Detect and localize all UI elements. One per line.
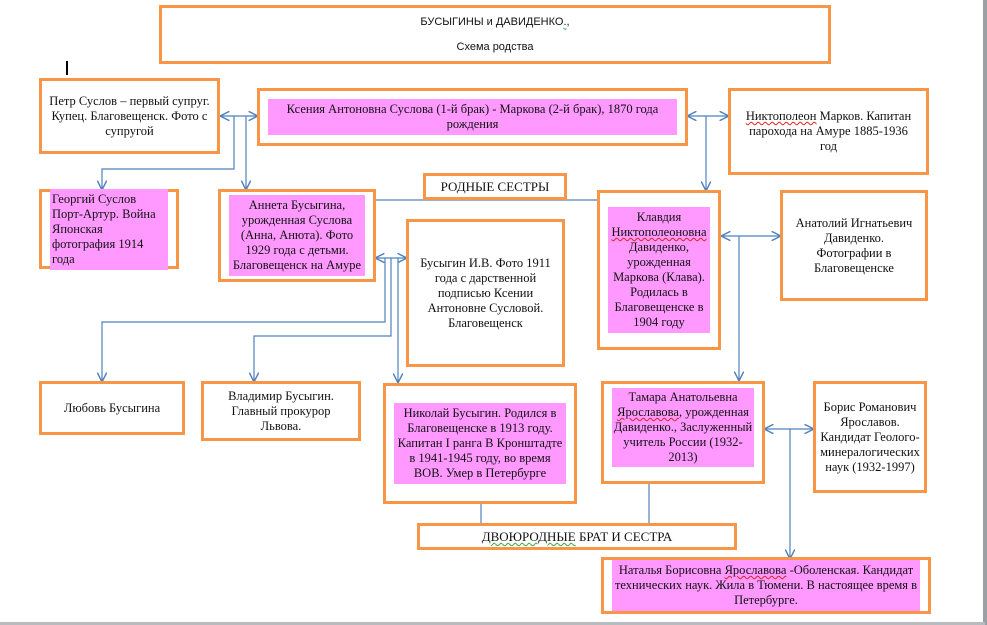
label-text: РОДНЫЕ СЕСТРЫ	[440, 179, 550, 194]
person-busygin-iv: Бусыгин И.В. Фото 1911 года с дарственно…	[406, 219, 565, 367]
person-text: Любовь Бусыгина	[63, 400, 161, 415]
person-petr-suslov: Петр Суслов – первый супруг. Купец. Благ…	[39, 78, 220, 154]
window-edge	[983, 0, 987, 625]
highlight: Георгий Суслов Порт-Артур. Война Японска…	[50, 188, 168, 270]
person-anatoly-davidenko: Анатолий Игнатьевич Давиденко. Фотографи…	[780, 190, 928, 301]
window-bottom-edge	[0, 622, 985, 625]
label-text: ДВОЮРОДНЫЕ БРАТ И СЕСТРА	[481, 529, 673, 544]
person-text: Владимир Бусыгин. Главный прокурор Львов…	[228, 388, 334, 433]
person-text: Бусыгин И.В. Фото 1911 года с дарственно…	[420, 255, 551, 330]
person-natalia-yaroslavova-obolenskaya: Наталья Борисовна Ярославова -Оболенская…	[601, 557, 931, 614]
highlight: Николай Бусыгин. Родился в Благовещенске…	[394, 403, 566, 484]
text-cursor	[66, 61, 68, 75]
person-text: Никтополеон Марков. Капитан парохода на …	[745, 109, 912, 153]
person-text: Анатолий Игнатьевич Давиденко. Фотографи…	[795, 215, 913, 275]
person-text: Ксения Антоновна Суслова (1-й брак) - Ма…	[286, 102, 659, 131]
person-ksenia: Ксения Антоновна Суслова (1-й брак) - Ма…	[257, 88, 688, 146]
person-boris-yaroslavov: Борис Романович Ярославов. Кандидат Геол…	[813, 381, 927, 493]
person-lyubov-busygina: Любовь Бусыгина	[39, 381, 185, 435]
person-text: Наталья Борисовна Ярославова -Оболенская…	[614, 563, 918, 607]
person-text: Николай Бусыгин. Родился в Благовещенске…	[397, 406, 563, 480]
person-niktopoleon: Никтополеон Марков. Капитан парохода на …	[728, 88, 929, 175]
highlight: Ксения Антоновна Суслова (1-й брак) - Ма…	[268, 99, 677, 135]
person-vladimir-busygin: Владимир Бусыгин. Главный прокурор Львов…	[201, 381, 361, 441]
person-text: Георгий Суслов Порт-Артур. Война Японска…	[52, 191, 156, 266]
person-text: Борис Романович Ярославов. Кандидат Геол…	[820, 399, 920, 474]
siblings-label: РОДНЫЕ СЕСТРЫ	[423, 173, 567, 200]
person-nikolai-busygin: Николай Бусыгин. Родился в Благовещенске…	[383, 383, 577, 504]
person-georgy-suslov: Георгий Суслов Порт-Артур. Война Японска…	[39, 188, 179, 270]
highlight: Аннета Бусыгина, урожденная Суслова (Анн…	[229, 195, 365, 276]
page-title: БУСЫГИНЫ и ДАВИДЕНКО.,	[420, 15, 570, 28]
person-anneta-busygina: Аннета Бусыгина, урожденная Суслова (Анн…	[218, 189, 376, 282]
person-text: Аннета Бусыгина, урожденная Суслова (Анн…	[232, 198, 362, 272]
page-subtitle: Схема родства	[456, 40, 534, 53]
highlight: Наталья Борисовна Ярославова -Оболенская…	[612, 560, 920, 611]
cousins-label: ДВОЮРОДНЫЕ БРАТ И СЕСТРА	[417, 523, 737, 550]
title-box: БУСЫГИНЫ и ДАВИДЕНКО., Схема родства	[159, 5, 831, 64]
person-text: Петр Суслов – первый супруг. Купец. Благ…	[49, 93, 210, 138]
